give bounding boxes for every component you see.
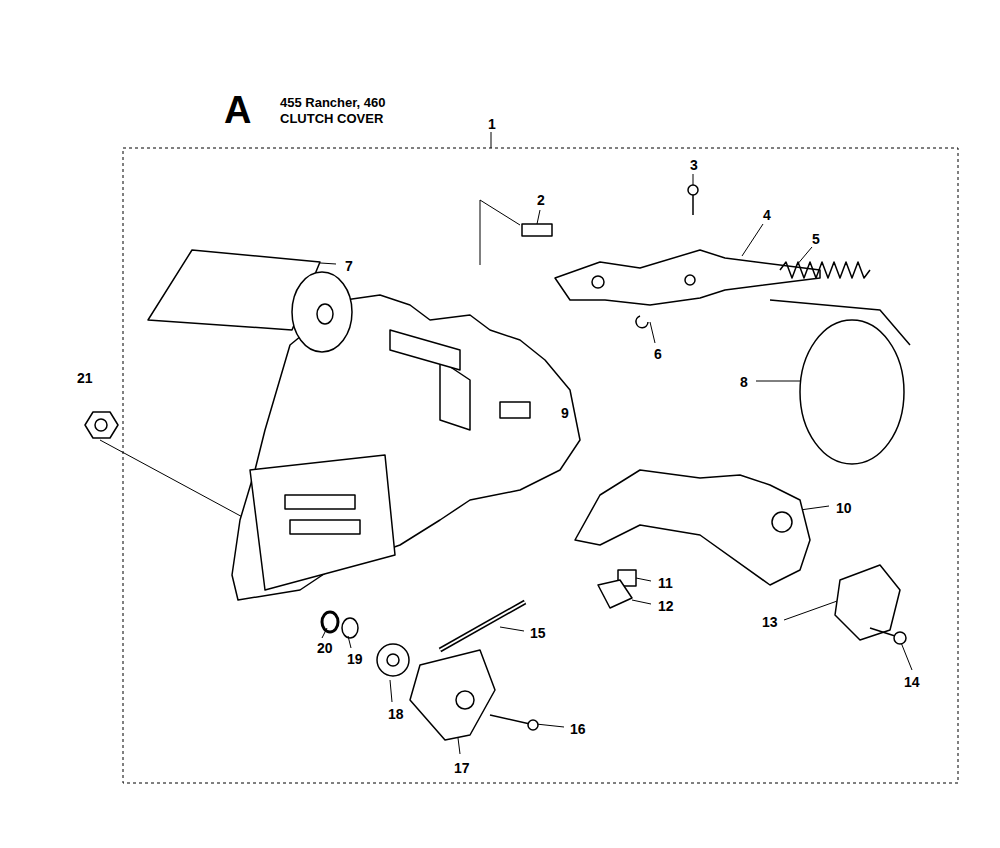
callout-number: 13 [760,614,780,630]
callout-number: 3 [688,157,700,173]
callout-number: 21 [75,370,95,386]
section-letter: A [222,90,253,130]
callout-number: 12 [656,598,676,614]
callout-number: 17 [452,760,472,776]
callout-number: 8 [738,374,750,390]
callout-number: 1 [486,116,498,132]
callout-number: 7 [343,258,355,274]
callout-number: 5 [810,231,822,247]
callout-number: 19 [345,651,365,667]
callout-number: 11 [656,575,675,591]
callout-number: 2 [535,192,547,208]
callout-number: 18 [386,706,406,722]
diagram-title: 455 Rancher, 460 CLUTCH COVER [278,94,410,127]
callout-number: 6 [652,346,664,362]
callout-number: 4 [761,207,773,223]
callout-number: 20 [315,640,335,656]
callout-number: 14 [902,674,922,690]
callout-number: 16 [568,721,588,737]
callout-number: 9 [559,405,571,421]
callout-number: 10 [834,500,854,516]
assembly-frame [123,148,958,783]
callout-number: 15 [528,625,548,641]
